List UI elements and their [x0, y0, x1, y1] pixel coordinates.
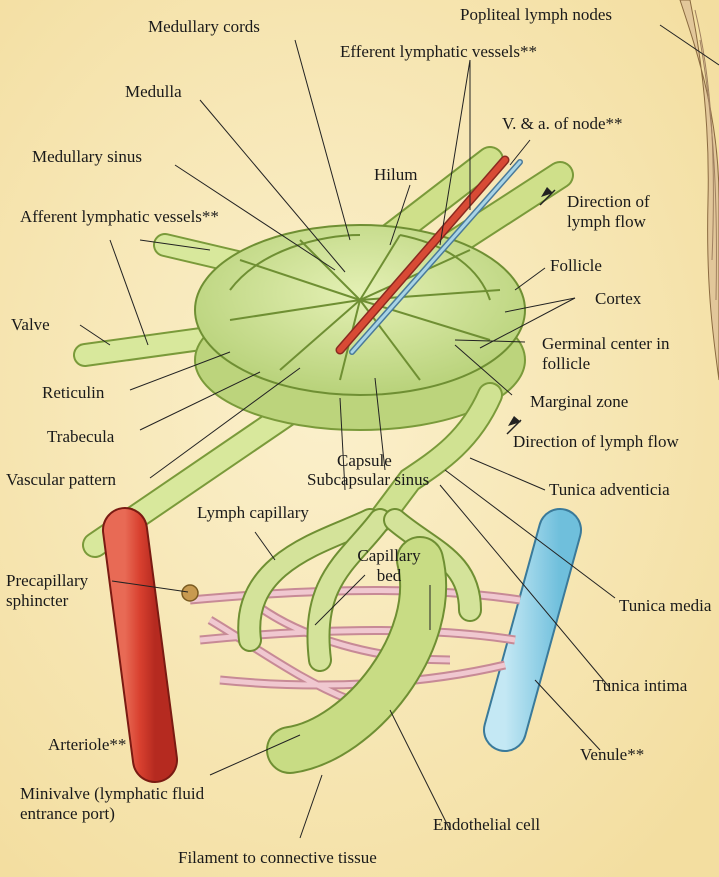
label-medullary-sinus: Medullary sinus — [32, 147, 142, 167]
label-endothelial-cell: Endothelial cell — [433, 815, 540, 835]
arteriole-shape — [125, 530, 155, 760]
label-marginal-zone: Marginal zone — [530, 392, 628, 412]
label-hilum: Hilum — [374, 165, 417, 185]
label-capillary-bed: Capillary bed — [354, 546, 424, 586]
label-afferent-lymphatic-vessels: Afferent lymphatic vessels** — [20, 207, 220, 227]
label-tunica-adventicia: Tunica adventicia — [549, 480, 670, 500]
label-vascular-pattern: Vascular pattern — [6, 470, 116, 490]
label-follicle: Follicle — [550, 256, 602, 276]
label-cortex: Cortex — [595, 289, 641, 309]
label-precapillary-sphincter: Precapillary sphincter — [6, 571, 126, 611]
label-direction-of-lymph-flow-top: Direction of lymph flow — [567, 192, 687, 232]
label-filament-to-connective-tissue: Filament to connective tissue — [178, 848, 377, 868]
label-tunica-intima: Tunica intima — [593, 676, 687, 696]
label-medullary-cords: Medullary cords — [148, 17, 260, 37]
label-capsule: Capsule — [337, 451, 392, 471]
label-trabecula: Trabecula — [47, 427, 114, 447]
label-venule: Venule** — [580, 745, 644, 765]
label-arteriole: Arteriole** — [48, 735, 126, 755]
label-reticulin: Reticulin — [42, 383, 104, 403]
label-popliteal-lymph-nodes: Popliteal lymph nodes — [460, 5, 612, 25]
precapillary-sphincter-shape — [182, 585, 198, 601]
label-tunica-media: Tunica media — [619, 596, 711, 616]
label-v-and-a-of-node: V. & a. of node** — [502, 114, 623, 134]
label-valve: Valve — [11, 315, 50, 335]
label-efferent-lymphatic-vessels: Efferent lymphatic vessels** — [340, 42, 537, 62]
label-germinal-center-in-follicle: Germinal center in follicle — [542, 334, 692, 374]
label-direction-of-lymph-flow-bottom: Direction of lymph flow — [513, 432, 679, 452]
label-medulla: Medulla — [125, 82, 182, 102]
label-minivalve: Minivalve (lymphatic fluid entrance port… — [20, 784, 220, 824]
label-subcapsular-sinus: Subcapsular sinus — [307, 470, 429, 490]
label-lymph-capillary: Lymph capillary — [197, 503, 309, 523]
